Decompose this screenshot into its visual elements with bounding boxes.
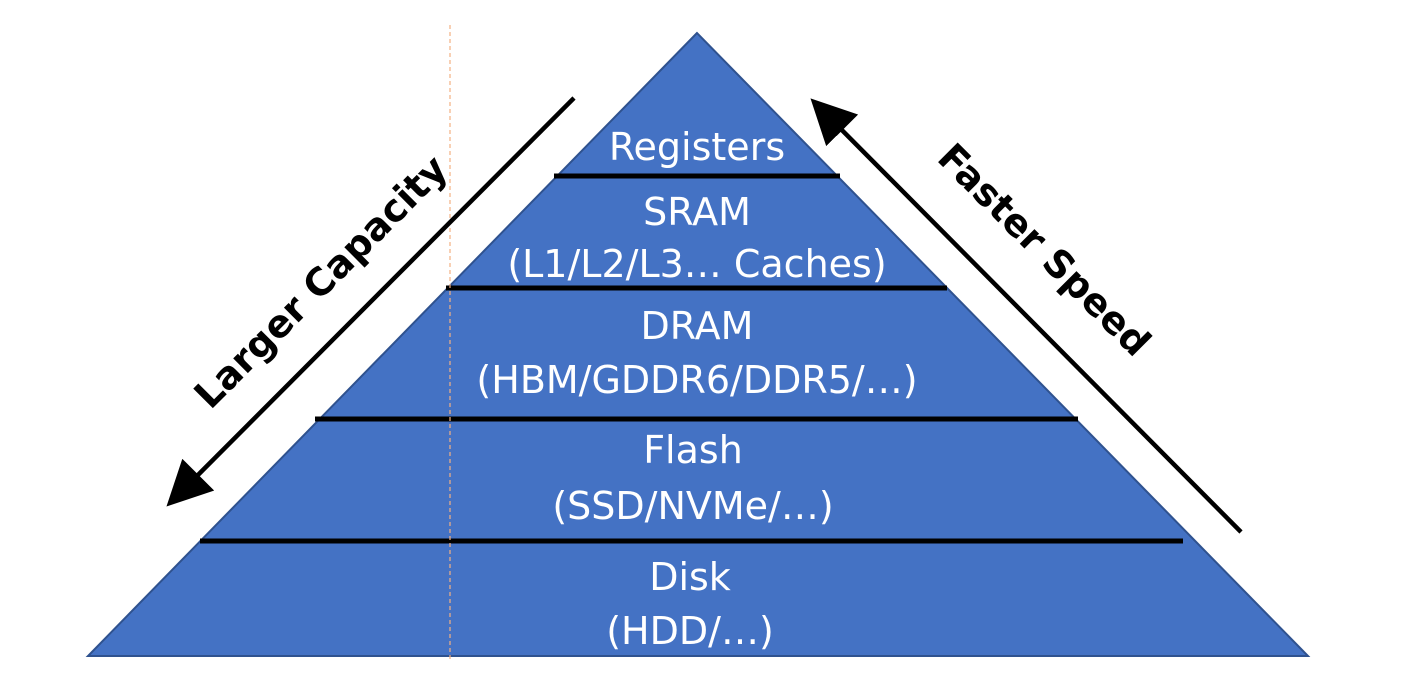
tier-sram-subtitle: (L1/L2/L3… Caches) — [507, 242, 886, 286]
tier-dram: DRAM (HBM/GDDR6/DDR5/…) — [476, 304, 917, 402]
tier-sram-title: SRAM — [643, 190, 751, 234]
pyramid-shape — [85, 31, 1311, 657]
larger-capacity-arrow — [166, 96, 576, 507]
tier-disk: Disk (HDD/…) — [606, 555, 774, 653]
tier-disk-title: Disk — [649, 555, 731, 599]
faster-speed-arrow — [810, 98, 1243, 534]
tier-sram: SRAM (L1/L2/L3… Caches) — [507, 190, 886, 286]
tier-flash-title: Flash — [643, 428, 743, 472]
tier-flash-subtitle: (SSD/NVMe/…) — [552, 484, 833, 528]
tier-dram-subtitle: (HBM/GDDR6/DDR5/…) — [476, 358, 917, 402]
tier-registers-title: Registers — [609, 125, 785, 169]
tier-dram-title: DRAM — [641, 304, 754, 348]
tier-flash: Flash (SSD/NVMe/…) — [552, 428, 833, 528]
tier-registers: Registers — [609, 125, 785, 169]
tier-disk-subtitle: (HDD/…) — [606, 609, 774, 653]
